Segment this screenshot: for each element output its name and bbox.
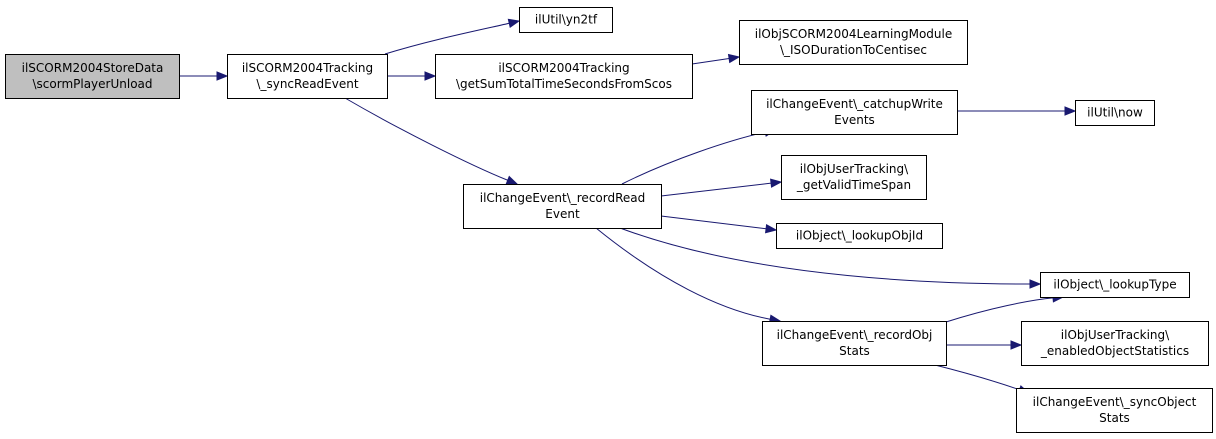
node-label: \getSumTotalTimeSecondsFromScos <box>456 77 672 91</box>
edge-line <box>384 22 510 55</box>
node-lookupObjId[interactable]: ilObject\_lookupObjId <box>776 223 943 249</box>
edge-arrowhead <box>1064 106 1077 116</box>
edge-arrowhead <box>765 224 778 234</box>
edges-layer <box>179 18 1077 395</box>
edge-catchup-to-now <box>957 106 1077 116</box>
edge-arrowhead <box>727 53 741 64</box>
node-label: ilObject\_lookupObjId <box>796 229 923 243</box>
node-lookupType[interactable]: ilObject\_lookupType <box>1040 272 1190 298</box>
node-storeData[interactable]: ilSCORM2004StoreData \scormPlayerUnload <box>5 54 180 99</box>
edge-line <box>621 131 766 185</box>
node-label: Events <box>834 113 875 127</box>
edge-recordRead-to-validSpan <box>660 178 783 197</box>
node-label: ilSCORM2004StoreData <box>22 61 164 75</box>
node-box <box>1040 272 1190 298</box>
node-label: ilChangeEvent\_recordRead <box>480 191 646 205</box>
node-box <box>463 184 662 229</box>
edge-line <box>619 227 1031 285</box>
node-box <box>1075 100 1155 126</box>
edge-recordRead-to-lookupType <box>619 227 1042 289</box>
node-box <box>762 321 947 366</box>
edge-line <box>344 97 508 181</box>
edge-arrowhead <box>1010 340 1023 350</box>
edge-arrowhead <box>770 178 783 188</box>
edge-recordRead-to-lookupObjId <box>660 215 778 234</box>
edge-syncRead-to-getSum <box>387 71 437 81</box>
node-box <box>435 54 693 99</box>
edge-line <box>945 297 1054 323</box>
node-box <box>776 223 943 249</box>
node-box <box>5 54 180 99</box>
node-box <box>1016 388 1213 433</box>
node-yn2tf[interactable]: ilUtil\yn2tf <box>519 7 613 33</box>
node-label: ilChangeEvent\_syncObject <box>1033 395 1197 409</box>
edge-line <box>934 364 1020 391</box>
node-label: _getValidTimeSpan <box>796 178 911 192</box>
edge-arrowhead <box>216 71 229 81</box>
node-label: \scormPlayerUnload <box>32 77 152 91</box>
node-box <box>751 90 958 135</box>
edge-recordObj-to-lookupType <box>945 293 1065 323</box>
edge-recordRead-to-catchup <box>621 127 777 185</box>
node-label: _enabledObjectStatistics <box>1040 344 1189 358</box>
edge-recordObj-to-syncObj <box>934 364 1031 395</box>
node-label: \_syncReadEvent <box>256 77 358 91</box>
node-label: Stats <box>1099 411 1130 425</box>
node-label: Event <box>545 207 580 221</box>
edge-line <box>691 57 730 65</box>
node-label: ilObjUserTracking\ <box>800 162 909 176</box>
node-box <box>227 54 388 99</box>
edge-line <box>660 215 767 230</box>
node-label: ilChangeEvent\_recordObj <box>777 328 933 342</box>
node-getSum[interactable]: ilSCORM2004Tracking \getSumTotalTimeSecon… <box>435 54 693 99</box>
node-box <box>781 155 927 200</box>
edge-recordObj-to-enabledStats <box>946 340 1023 350</box>
node-label: ilObjSCORM2004LearningModule <box>755 27 952 41</box>
edge-syncRead-to-yn2tf <box>384 18 521 55</box>
node-label: ilObject\_lookupType <box>1053 278 1176 292</box>
node-label: \_ISODurationToCentisec <box>780 43 927 57</box>
node-box <box>1021 321 1209 366</box>
node-label: ilChangeEvent\_catchupWrite <box>766 97 943 111</box>
edge-arrowhead <box>507 18 521 28</box>
node-validSpan[interactable]: ilObjUserTracking\ _getValidTimeSpan <box>781 155 927 200</box>
edge-line <box>595 227 771 320</box>
edge-getSum-to-isoDur <box>691 53 741 65</box>
node-label: Stats <box>839 344 870 358</box>
node-label: ilObjUserTracking\ <box>1061 328 1170 342</box>
node-isoDur[interactable]: ilObjSCORM2004LearningModule \_ISODuratio… <box>739 20 968 65</box>
edge-arrowhead <box>424 71 437 81</box>
node-now[interactable]: ilUtil\now <box>1075 100 1155 126</box>
edge-storeData-to-syncRead <box>179 71 229 81</box>
node-label: ilSCORM2004Tracking <box>242 61 373 75</box>
edge-syncRead-to-recordRead <box>344 97 519 185</box>
node-label: ilSCORM2004Tracking <box>498 61 629 75</box>
nodes-layer: ilSCORM2004StoreData\scormPlayerUnloadil… <box>5 7 1213 433</box>
edge-arrowhead <box>505 175 519 185</box>
node-syncRead[interactable]: ilSCORM2004Tracking \_syncReadEvent <box>227 54 388 99</box>
node-label: ilUtil\yn2tf <box>535 13 598 27</box>
edge-line <box>660 182 772 197</box>
node-box <box>739 20 968 65</box>
node-label: ilUtil\now <box>1087 106 1143 120</box>
node-enabledStats[interactable]: ilObjUserTracking\ _enabledObjectStatisti… <box>1021 321 1209 366</box>
edge-recordRead-to-recordObj <box>595 227 782 324</box>
edge-arrowhead <box>1029 279 1042 289</box>
node-box <box>519 7 613 33</box>
